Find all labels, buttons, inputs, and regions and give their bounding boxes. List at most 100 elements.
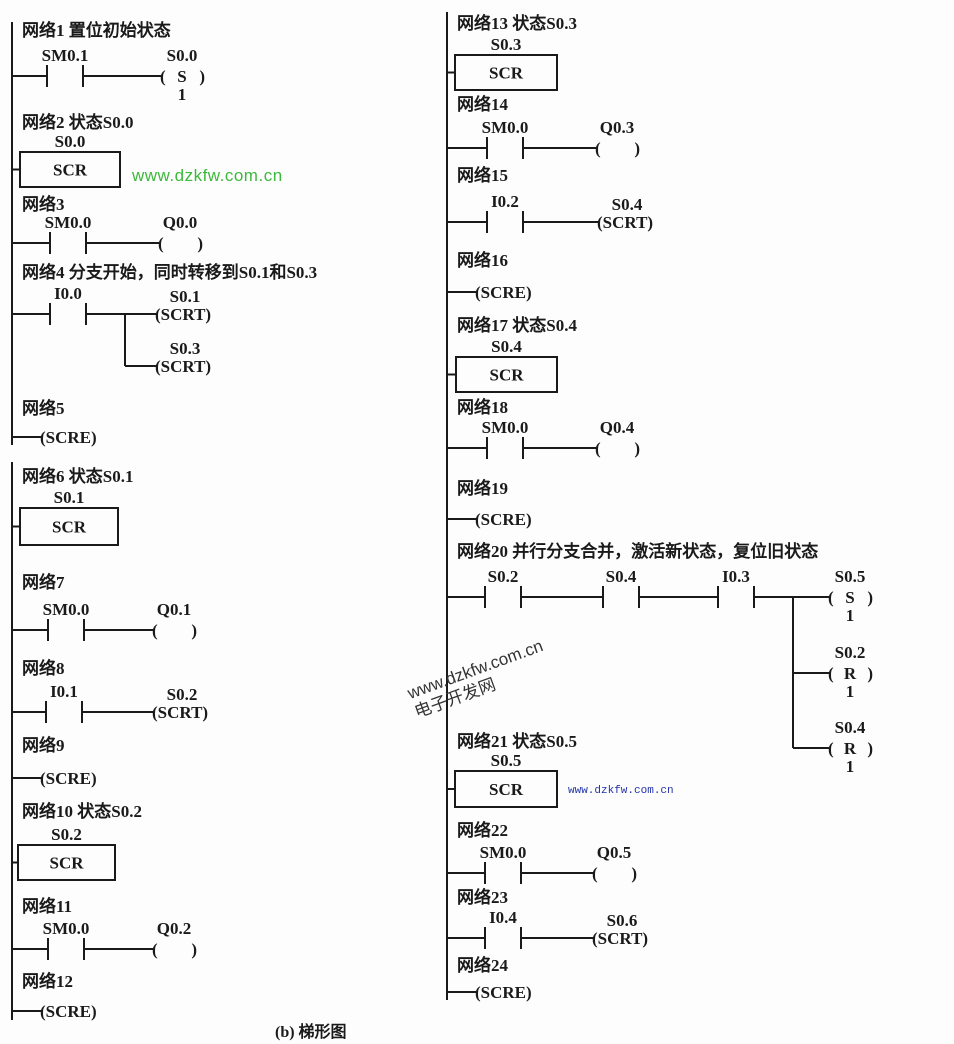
coil-address: S0.5 (835, 567, 866, 586)
network-title: 网络6 状态S0.1 (22, 466, 133, 486)
coil-address: Q0.5 (597, 843, 631, 862)
scr-address: S0.5 (491, 751, 522, 770)
coil-close: ) (631, 864, 637, 883)
coil-close: ) (867, 588, 873, 607)
contact-address: I0.0 (54, 284, 82, 303)
coil-open: ( (595, 139, 601, 158)
coil-count: 1 (846, 757, 855, 776)
coil-operation: S (177, 67, 186, 86)
coil-close: ) (634, 139, 640, 158)
coil-address: Q0.3 (600, 118, 634, 137)
network-title: 网络23 (457, 887, 508, 907)
contact-address: I0.2 (491, 192, 519, 211)
coil-open: ( (828, 664, 834, 683)
coil-open: ( (158, 234, 164, 253)
coil-close: ) (867, 739, 873, 758)
coil-address: Q0.4 (600, 418, 635, 437)
scr-label: SCR (489, 64, 524, 83)
coil-open: ( (595, 439, 601, 458)
contact-address: S0.4 (606, 567, 637, 586)
network-title: 网络12 (22, 971, 73, 991)
network-title: 网络7 (22, 572, 65, 592)
contact-address: SM0.0 (482, 418, 529, 437)
scrt-coil: (SCRT) (597, 213, 653, 232)
scrt-address: S0.3 (170, 339, 201, 358)
scrt-address: S0.6 (607, 911, 638, 930)
scrt-address: S0.1 (170, 287, 201, 306)
scr-address: S0.4 (491, 337, 522, 356)
network-title: 网络22 (457, 820, 508, 840)
network-title: 网络16 (457, 250, 508, 270)
coil-operation: R (844, 739, 857, 758)
coil-close: ) (634, 439, 640, 458)
scrt-coil: (SCRT) (155, 357, 211, 376)
scre-coil: (SCRE) (475, 983, 532, 1002)
network-title: 网络9 (22, 735, 65, 755)
scre-coil: (SCRE) (475, 283, 532, 302)
scre-coil: (SCRE) (40, 1002, 97, 1021)
scrt-address: S0.4 (612, 195, 643, 214)
network-title: 网络15 (457, 165, 508, 185)
scrt-coil: (SCRT) (152, 703, 208, 722)
network-title: 网络19 (457, 478, 508, 498)
scr-address: S0.3 (491, 35, 522, 54)
network-title: 网络11 (22, 896, 72, 916)
coil-count: 1 (846, 682, 855, 701)
coil-open: ( (152, 621, 158, 640)
network-title: 网络18 (457, 397, 508, 417)
coil-open: ( (592, 864, 598, 883)
scrt-coil: (SCRT) (155, 305, 211, 324)
network-title: 网络20 并行分支合并，激活新状态，复位旧状态 (457, 541, 818, 561)
contact-address: SM0.1 (42, 46, 89, 65)
network-title: 网络21 状态S0.5 (457, 731, 577, 751)
scr-label: SCR (489, 366, 524, 385)
network-title: 网络5 (22, 398, 65, 418)
coil-open: ( (828, 739, 834, 758)
coil-operation: R (844, 664, 857, 683)
coil-close: ) (191, 940, 197, 959)
scr-address: S0.0 (55, 132, 86, 151)
contact-address: SM0.0 (480, 843, 527, 862)
coil-open: ( (160, 67, 166, 86)
coil-address: Q0.2 (157, 919, 191, 938)
network-title: 网络3 (22, 194, 65, 214)
coil-count: 1 (178, 85, 187, 104)
network-title: 网络13 状态S0.3 (457, 13, 577, 33)
figure-caption: (b) 梯形图 (275, 1024, 347, 1041)
scre-coil: (SCRE) (40, 769, 97, 788)
scr-label: SCR (52, 518, 87, 537)
network-title: 网络24 (457, 955, 508, 975)
scr-label: SCR (489, 780, 524, 799)
scr-label: SCR (53, 161, 88, 180)
coil-address: S0.2 (835, 643, 866, 662)
contact-address: I0.3 (722, 567, 750, 586)
network-title: 网络1 置位初始状态 (22, 20, 171, 40)
network-title: 网络2 状态S0.0 (22, 112, 133, 132)
scrt-coil: (SCRT) (592, 929, 648, 948)
coil-close: ) (197, 234, 203, 253)
network-title: 网络17 状态S0.4 (457, 315, 577, 335)
contact-address: SM0.0 (43, 600, 90, 619)
scr-address: S0.1 (54, 488, 85, 507)
scr-label: SCR (49, 854, 84, 873)
scre-coil: (SCRE) (40, 428, 97, 447)
contact-address: SM0.0 (482, 118, 529, 137)
watermark-small: www.dzkfw.com.cn (568, 785, 674, 797)
coil-close: ) (191, 621, 197, 640)
watermark-green: www.dzkfw.com.cn (132, 166, 283, 185)
coil-address: Q0.0 (163, 213, 197, 232)
network-title: 网络4 分支开始，同时转移到S0.1和S0.3 (22, 262, 317, 282)
network-title: 网络14 (457, 94, 508, 114)
coil-open: ( (828, 588, 834, 607)
scre-coil: (SCRE) (475, 510, 532, 529)
scr-address: S0.2 (51, 825, 82, 844)
contact-address: SM0.0 (45, 213, 92, 232)
contact-address: I0.1 (50, 682, 78, 701)
network-title: 网络8 (22, 658, 65, 678)
coil-count: 1 (846, 606, 855, 625)
coil-operation: S (845, 588, 854, 607)
coil-close: ) (199, 67, 205, 86)
coil-address: S0.4 (835, 718, 866, 737)
